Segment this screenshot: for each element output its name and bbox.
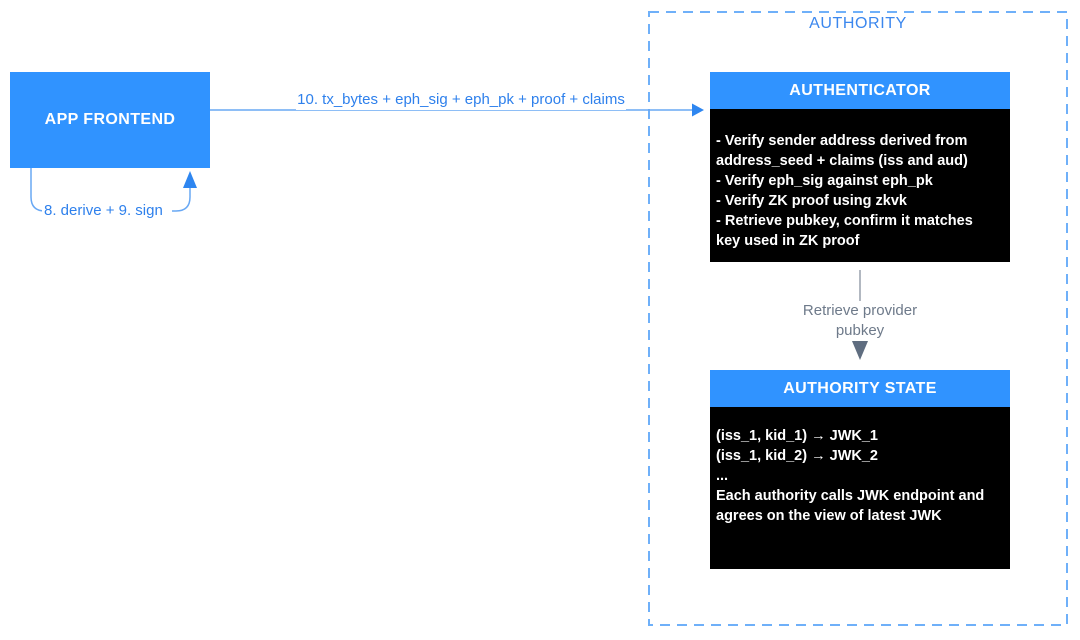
authenticator-body-line: - Retrieve pubkey, confirm it matches — [716, 213, 973, 229]
self-loop-path-right — [172, 188, 191, 212]
self-loop-label: 8. derive + 9. sign — [42, 202, 165, 220]
app-frontend-label: APP FRONTEND — [44, 111, 176, 128]
authenticator-body-line: key used in ZK proof — [716, 233, 860, 249]
authority-boundary-title: AUTHORITY — [809, 15, 907, 32]
authenticator-body-line: - Verify sender address derived from — [716, 133, 968, 149]
app-frontend-node: APP FRONTEND — [10, 72, 210, 168]
authority-state-body-line: Each authority calls JWK endpoint and — [716, 488, 985, 504]
authority-state-title: AUTHORITY STATE — [783, 379, 937, 397]
authenticator-body: - Verify sender address derived from add… — [710, 109, 1010, 262]
authority-state-body: (iss_1, kid_1) → JWK_1 (iss_1, kid_2) → … — [710, 407, 1010, 569]
authority-state-body-line: ... — [716, 468, 729, 484]
authority-state-node: AUTHORITY STATE (iss_1, kid_1) → JWK_1 (… — [710, 370, 1010, 569]
main-arrowhead-right-icon — [692, 103, 704, 117]
authenticator-title: AUTHENTICATOR — [789, 81, 931, 99]
self-loop-arrowhead-up-icon — [183, 171, 197, 188]
authenticator-body-line: - Verify eph_sig against eph_pk — [716, 173, 933, 189]
authenticator-body-line: - Verify ZK proof using zkvk — [716, 193, 907, 209]
authority-state-header: AUTHORITY STATE — [710, 370, 1010, 407]
authority-state-body-line: (iss_1, kid_1) → JWK_1 — [716, 428, 878, 444]
authenticator-body-line: address_seed + claims (iss and aud) — [716, 153, 968, 169]
authenticator-node: AUTHENTICATOR - Verify sender address de… — [710, 72, 1010, 262]
main-arrow-label: 10. tx_bytes + eph_sig + eph_pk + proof … — [296, 90, 626, 110]
retrieve-arrowhead-down-icon — [852, 341, 868, 360]
authenticator-header: AUTHENTICATOR — [710, 72, 1010, 109]
authority-state-body-line: (iss_1, kid_2) → JWK_2 — [716, 448, 878, 464]
retrieve-arrow-label: Retrieve provider pubkey — [795, 301, 925, 341]
authority-state-body-line: agrees on the view of latest JWK — [716, 508, 942, 524]
